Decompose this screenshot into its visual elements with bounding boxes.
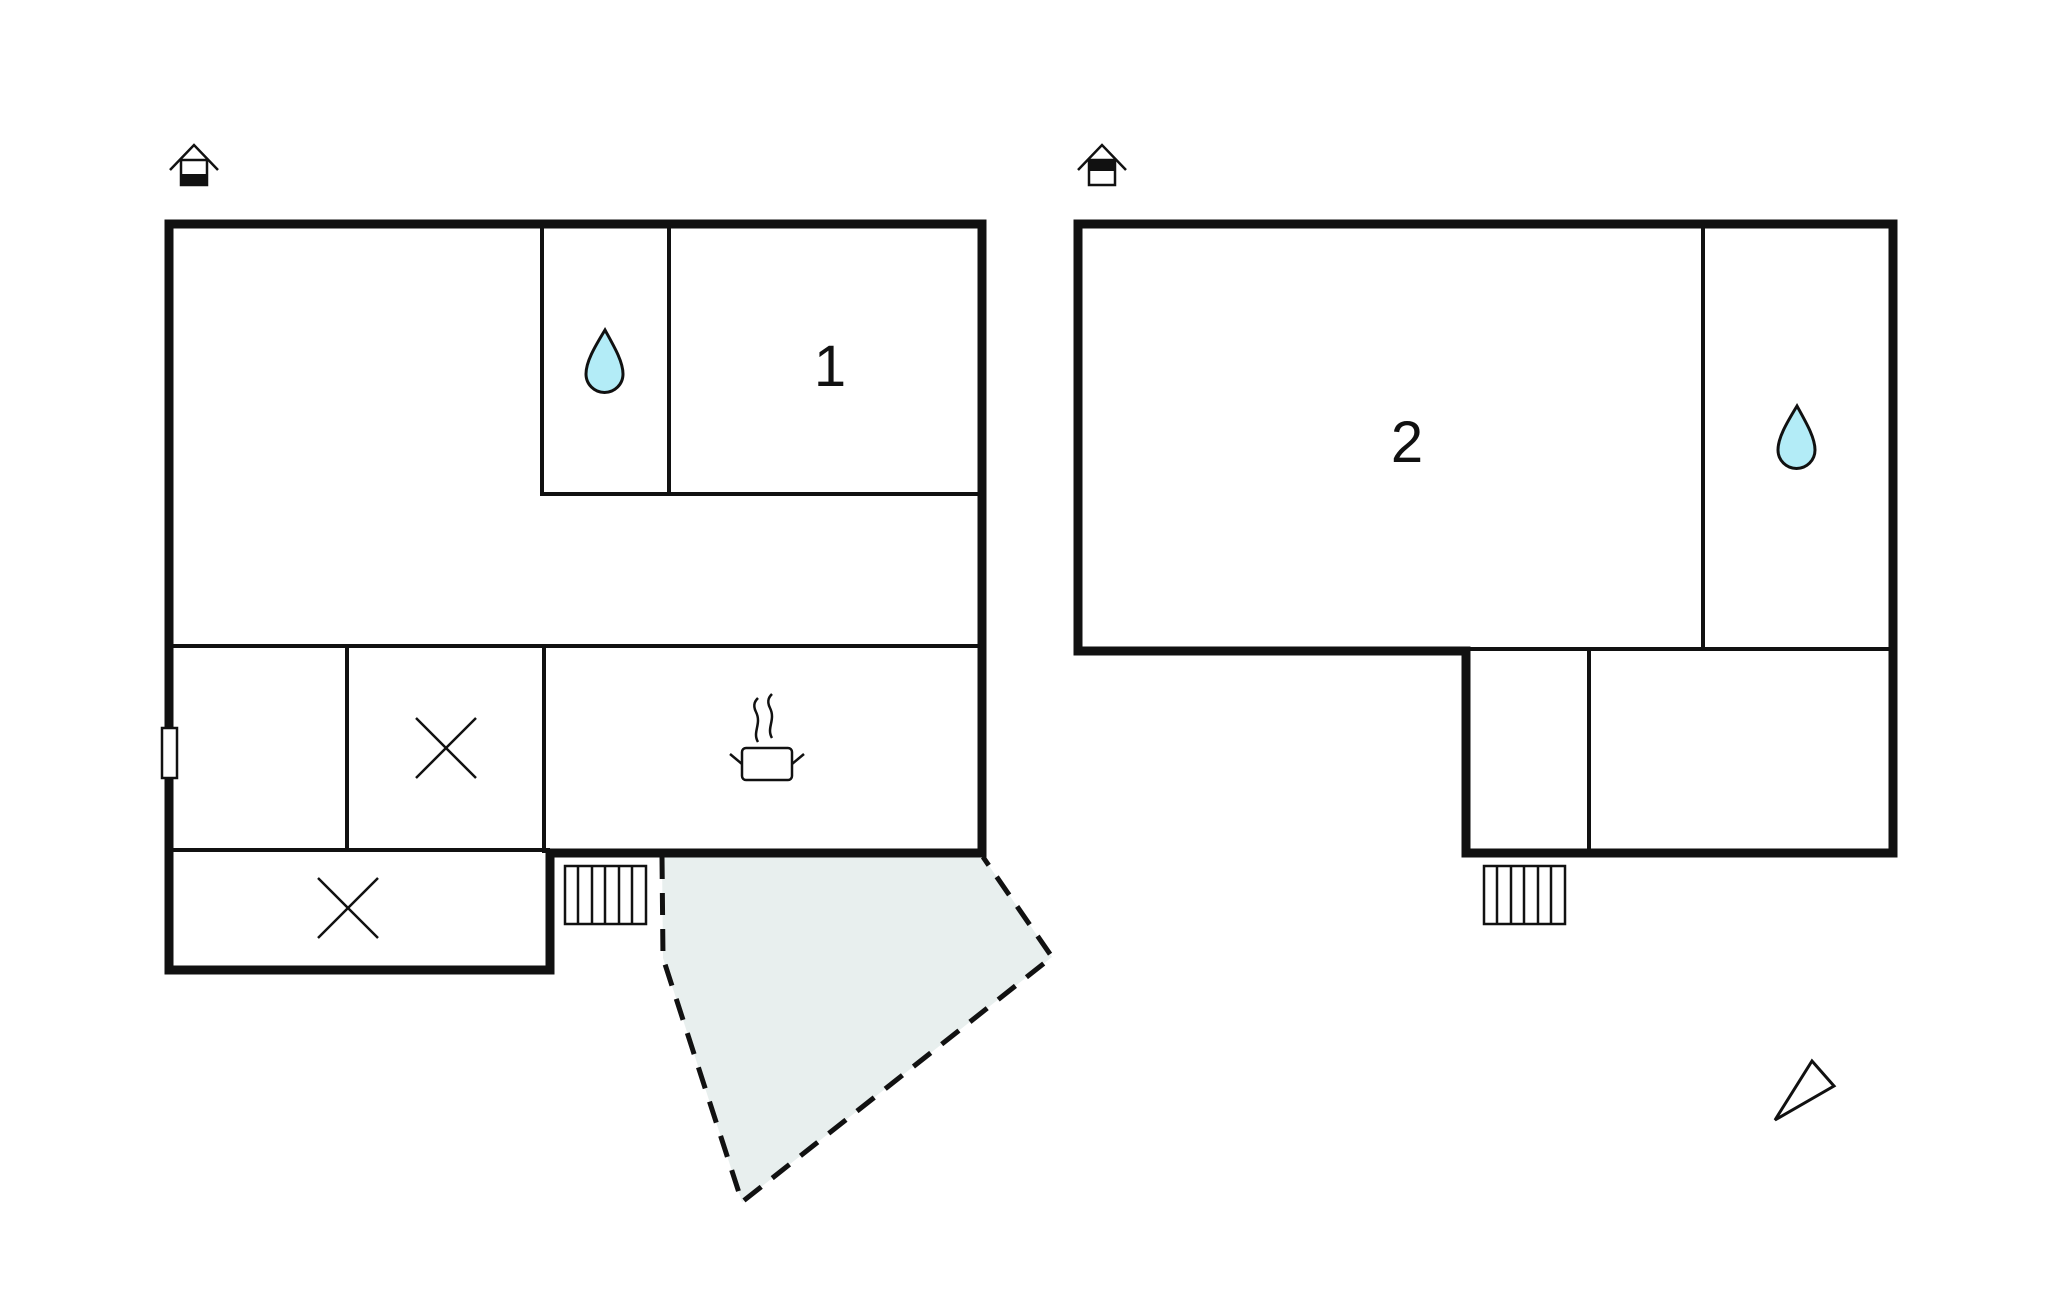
stairs-icon (1482, 864, 1567, 926)
water-drop-icon (584, 327, 625, 394)
window-icon (160, 726, 179, 780)
ground-floor-plan: 1 (160, 143, 1056, 1207)
house-floor-ground-icon (169, 143, 219, 187)
x-mark-icon (415, 717, 477, 779)
ground-floor-outer-wall (164, 219, 987, 975)
water-drop-icon (1776, 403, 1817, 470)
x-mark-icon (317, 877, 379, 939)
room-label-1: 1 (814, 334, 846, 399)
terrace (659, 855, 1056, 1207)
upper-floor-outer-wall (1073, 219, 1898, 858)
north-arrow-icon (1773, 1058, 1837, 1122)
terrace-fill (662, 857, 1052, 1202)
upper-floor-plan: 2 (1073, 143, 1898, 926)
terrace-dashed-edge (659, 855, 1056, 1207)
house-floor-upper-icon (1077, 143, 1127, 187)
cooking-pot-icon (729, 693, 805, 782)
stairs-icon (563, 864, 648, 926)
room-label-2: 2 (1391, 410, 1423, 475)
